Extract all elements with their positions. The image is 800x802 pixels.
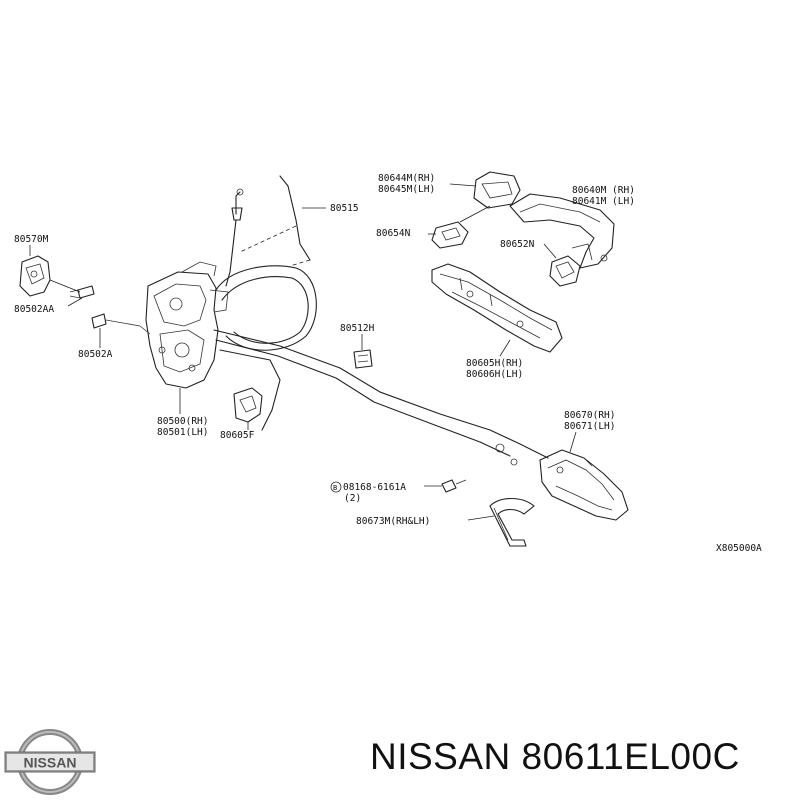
label-80512H: 80512H bbox=[340, 323, 375, 334]
label-80502A: 80502A bbox=[78, 349, 113, 360]
part-number-title: NISSAN 80611EL00C bbox=[370, 736, 740, 777]
part-80502A[interactable] bbox=[91, 313, 141, 329]
part-08168-6161A-screw[interactable] bbox=[441, 479, 467, 493]
part-80605H-handle-bracket[interactable] bbox=[431, 263, 563, 353]
label-80670: 80670(RH) bbox=[564, 410, 615, 421]
label-80673M: 80673M(RH&LH) bbox=[356, 516, 430, 527]
label-80652N: 80652N bbox=[500, 239, 535, 250]
circled-b-symbol bbox=[330, 481, 342, 493]
label-08168-6161A: 08168-6161A bbox=[343, 482, 406, 493]
cable-loop[interactable] bbox=[213, 265, 549, 466]
label-80502AA: 80502AA bbox=[14, 304, 54, 315]
label-80605F: 80605F bbox=[220, 430, 255, 441]
label-80641M: 80641M (LH) bbox=[572, 196, 635, 207]
svg-text:B: B bbox=[333, 484, 337, 492]
label-80645M: 80645M(LH) bbox=[378, 184, 435, 195]
part-80644M-handle-cap[interactable] bbox=[473, 171, 521, 209]
part-80654N-gasket[interactable] bbox=[431, 221, 469, 249]
part-80500-lock-assembly[interactable] bbox=[139, 261, 229, 389]
part-80502AA[interactable] bbox=[69, 285, 95, 299]
label-80606H: 80606H(LH) bbox=[466, 369, 523, 380]
label-80515: 80515 bbox=[330, 203, 359, 214]
label-80654N: 80654N bbox=[376, 228, 411, 239]
logo-text: NISSAN bbox=[24, 755, 77, 771]
diagram-code: X805000A bbox=[716, 543, 762, 554]
part-80605F[interactable] bbox=[233, 387, 263, 423]
part-80652N-gasket[interactable] bbox=[549, 255, 581, 287]
label-80605H: 80605H(RH) bbox=[466, 358, 523, 369]
part-80570M[interactable] bbox=[19, 255, 51, 297]
part-80673M-escutcheon[interactable] bbox=[489, 497, 535, 547]
label-80644M: 80644M(RH) bbox=[378, 173, 435, 184]
part-80640M-outside-handle[interactable] bbox=[509, 193, 615, 269]
part-80512H[interactable] bbox=[353, 349, 373, 369]
label-80671: 80671(LH) bbox=[564, 421, 615, 432]
label-80500: 80500(RH) bbox=[157, 416, 208, 427]
label-08168-qty: (2) bbox=[344, 493, 361, 504]
label-80501: 80501(LH) bbox=[157, 427, 208, 438]
part-80670-inside-handle[interactable] bbox=[539, 449, 629, 521]
label-80570M: 80570M bbox=[14, 234, 49, 245]
nissan-logo: NISSAN bbox=[4, 729, 96, 795]
rod-80515[interactable] bbox=[225, 175, 311, 287]
label-80640M: 80640M (RH) bbox=[572, 185, 635, 196]
